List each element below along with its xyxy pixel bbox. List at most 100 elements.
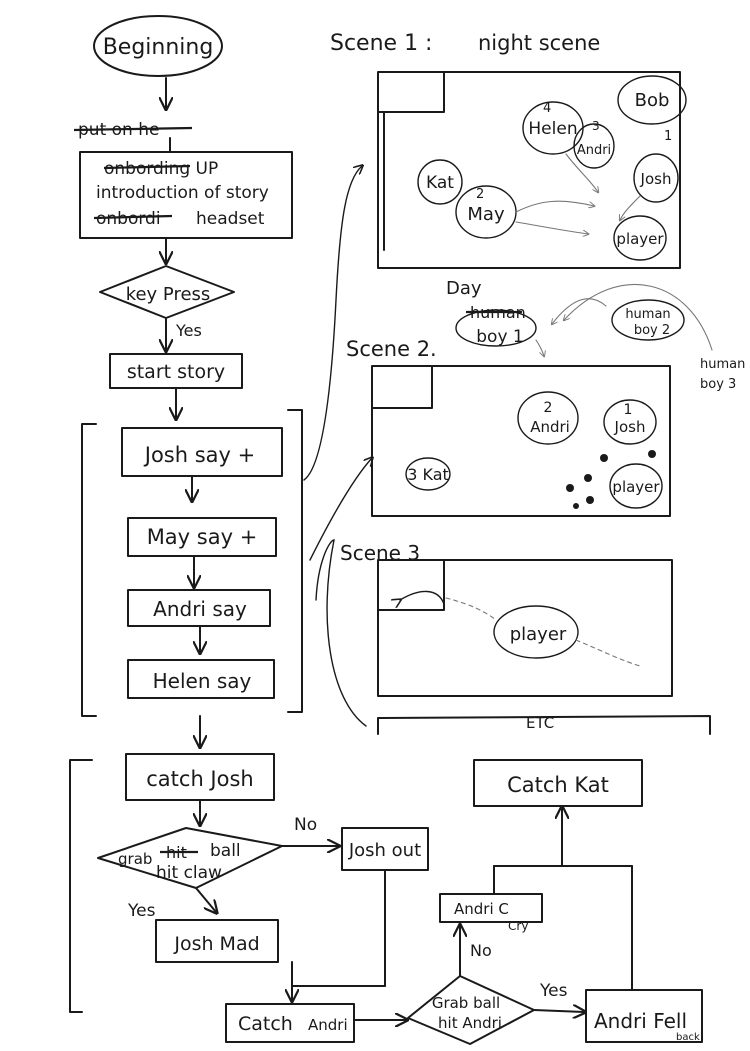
helen-say-box <box>127 659 275 699</box>
scene1-kat: Kat <box>426 173 454 193</box>
human-boy3-line2: boy 3 <box>700 377 736 392</box>
line-to-scene3 <box>315 539 367 727</box>
scene2-title: Scene 2. <box>346 337 437 361</box>
scene1-helen: Helen <box>528 119 577 139</box>
catch-loop-bracket <box>69 759 93 1013</box>
scene2-kat: 3 Kat <box>407 465 449 484</box>
scene1-josh-node <box>633 153 679 203</box>
human-boy1-label: boy 1 <box>476 327 523 347</box>
human-boy3-line1: human <box>700 357 745 372</box>
human-boy1-node <box>455 309 537 347</box>
catch-andri-box <box>225 1003 355 1043</box>
etc-label: ETC <box>526 714 554 732</box>
onboarding-line1: onbording UP <box>104 159 218 179</box>
scene3-door <box>377 559 445 611</box>
catch-josh-label: catch Josh <box>146 767 253 791</box>
andri-cry-sub-label: Cry <box>508 919 528 933</box>
andri-cry-label: Andri C <box>454 900 509 918</box>
helen-say-label: Helen say <box>153 669 252 693</box>
josh-say-label: Josh say + <box>143 443 255 467</box>
catch-kat-label: Catch Kat <box>507 773 609 797</box>
scene2-josh-node <box>603 399 657 445</box>
josh-out-label: Josh out <box>348 840 421 861</box>
grab-no-label: No <box>294 815 317 835</box>
scene1-helen-arrow <box>565 153 598 192</box>
hit-andri-line2: hit Andri <box>438 1014 502 1032</box>
scene1-josh: Josh <box>640 170 672 188</box>
scene1-josh-num: 1 <box>664 129 672 144</box>
start-story-label: start story <box>127 361 225 383</box>
grab-label: grab <box>118 850 152 868</box>
scene1-player: player <box>616 230 664 248</box>
scene3-player: player <box>510 624 567 645</box>
beginning-terminal <box>93 15 223 77</box>
scene1-may-arrow-2 <box>515 221 588 234</box>
human-boy2-line1: human <box>625 307 670 322</box>
scene2-josh: Josh <box>614 418 646 436</box>
scene2-frame <box>371 365 671 517</box>
josh-say-box <box>121 427 283 477</box>
keypress-yes-label: Yes <box>175 321 202 340</box>
onboarding-box <box>79 151 293 239</box>
scene2-andri-node <box>517 391 579 445</box>
andri-fell-back-label: back <box>676 1032 700 1043</box>
scene3-path-1 <box>445 597 497 621</box>
scene1-bob: Bob <box>635 90 670 111</box>
human-boy2-line2: boy 2 <box>634 323 670 338</box>
scene1-may-arrow-1 <box>515 200 594 213</box>
catch-kat-box <box>473 759 643 807</box>
scene2-player: player <box>612 478 660 496</box>
scene1-andri-num: 3 <box>592 119 600 133</box>
arrow-yes-to-josh-mad <box>195 887 216 912</box>
josh-mad-box <box>155 919 279 963</box>
dialogue-bracket-left <box>81 423 97 717</box>
scene2-andri: Andri <box>530 418 570 436</box>
andri-say-label: Andri say <box>153 597 247 621</box>
onboarding-line3-struck: onbordi <box>96 209 161 229</box>
hit-andri-no-label: No <box>470 941 492 960</box>
hit-andri-yes-label: Yes <box>539 981 568 1001</box>
scene1-andri: Andri <box>577 143 611 158</box>
grab-hit-claw-label: hit claw <box>156 863 222 883</box>
scene2-josh-num: 1 <box>624 402 633 418</box>
scene1-kat-node <box>417 159 463 205</box>
may-say-label: May say + <box>147 525 258 549</box>
scene3-frame <box>377 559 673 697</box>
scene1-door <box>377 71 445 113</box>
catch-andri-name: Andri <box>308 1016 348 1034</box>
dialogue-bracket-right <box>287 409 303 713</box>
onboarding-line2: introduction of story <box>96 183 269 203</box>
grab-yes-label: Yes <box>127 901 156 921</box>
catch-andri-label: Catch <box>238 1013 293 1035</box>
scene3-title: Scene 3 <box>340 541 420 565</box>
scene1-player-node <box>613 215 667 261</box>
scene1-title: Scene 1 : <box>330 31 432 56</box>
scene1-subtitle: night scene <box>478 31 600 55</box>
scene1-bob-node <box>617 75 687 125</box>
arrow-yes-to-andri-fell <box>533 1010 584 1012</box>
arrow-dialogue-to-scene2 <box>309 458 372 561</box>
onboarding-line1-strike <box>103 164 191 170</box>
human-boy3-arrow <box>564 284 713 351</box>
josh-mad-label: Josh Mad <box>173 933 259 955</box>
onboarding-line3: headset <box>196 209 265 229</box>
scene1-josh-arrow <box>620 195 641 220</box>
scene1-frame <box>377 71 681 269</box>
grab-ball-label: ball <box>210 841 241 861</box>
human-boy1-arrow <box>535 339 544 356</box>
scene2-andri-num: 2 <box>544 400 553 416</box>
scene2-door <box>371 365 433 409</box>
scene2-player-node <box>609 463 663 509</box>
may-say-box <box>127 517 277 557</box>
arrow-dialogue-to-scene1 <box>303 166 362 481</box>
human-boy2-node <box>611 299 685 341</box>
andri-fell-label: Andri Fell <box>594 1009 687 1033</box>
andri-fell-box <box>585 989 703 1043</box>
hit-andri-line1: Grab ball <box>432 994 500 1012</box>
scene1-may: May <box>467 204 505 225</box>
human-boy2-arrow <box>552 298 607 324</box>
scene3-door-arrow <box>400 590 445 604</box>
key-press-label: key Press <box>126 284 211 305</box>
scene1-andri-node <box>573 123 615 169</box>
